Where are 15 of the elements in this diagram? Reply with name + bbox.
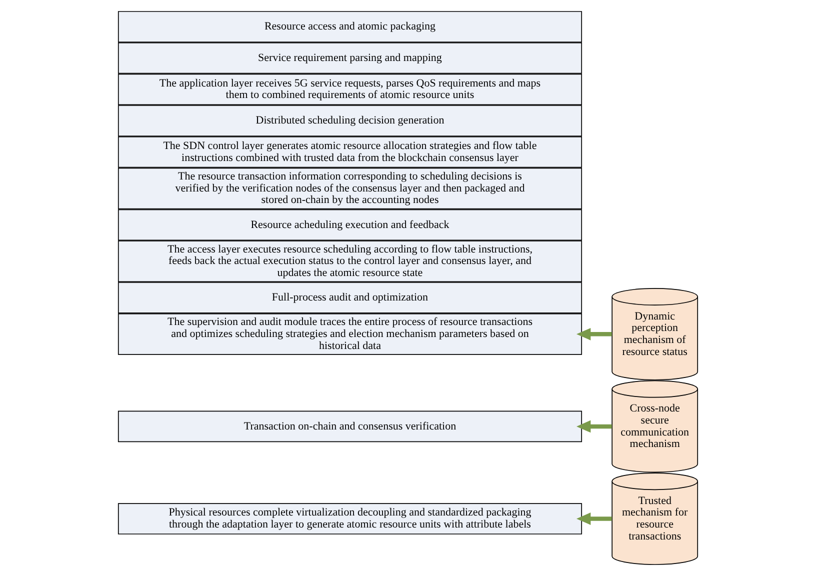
node-box: The supervision and audit module traces the entire process of resource transactions and optimizes scheduling strategies and election mechanism parameters based on historical data — [117, 313, 582, 355]
node-box: Distributed scheduling decision generation — [117, 105, 582, 136]
node-box: The SDN control layer generates atomic resource allocation strategies and flow table instructions combined with trusted data from the blockchain consensus layer — [117, 136, 582, 168]
node-box: Resource access and atomic packaging — [117, 11, 582, 42]
node-box: The access layer executes resource scheduling according to flow table instructions, feeds back the actual execution status to the control layer and consensus layer, and updates the atomic resource state — [117, 240, 582, 282]
node-box: Transaction on-chain and consensus verification — [117, 410, 582, 442]
node-box: The resource transaction information corresponding to scheduling decisions is verified by the verification nodes of the consensus layer and then packaged and stored on-chain by the accounting nodes — [117, 168, 582, 210]
node-box: Physical resources complete virtualization decoupling and standardized packaging through the adaptation layer to generate atomic resource units with attribute labels — [117, 503, 582, 534]
node-box: Full-process audit and optimization — [117, 282, 582, 314]
arrow — [576, 420, 612, 433]
node-box: Resource acheduling execution and feedback — [117, 209, 582, 241]
node-box: Service requirement parsing and mapping — [117, 42, 582, 74]
node-box: The application layer receives 5G service requests, parses QoS requirements and maps them to combined requirements of atomic resource units — [117, 74, 582, 106]
arrow — [576, 328, 612, 340]
arrow — [576, 512, 612, 525]
